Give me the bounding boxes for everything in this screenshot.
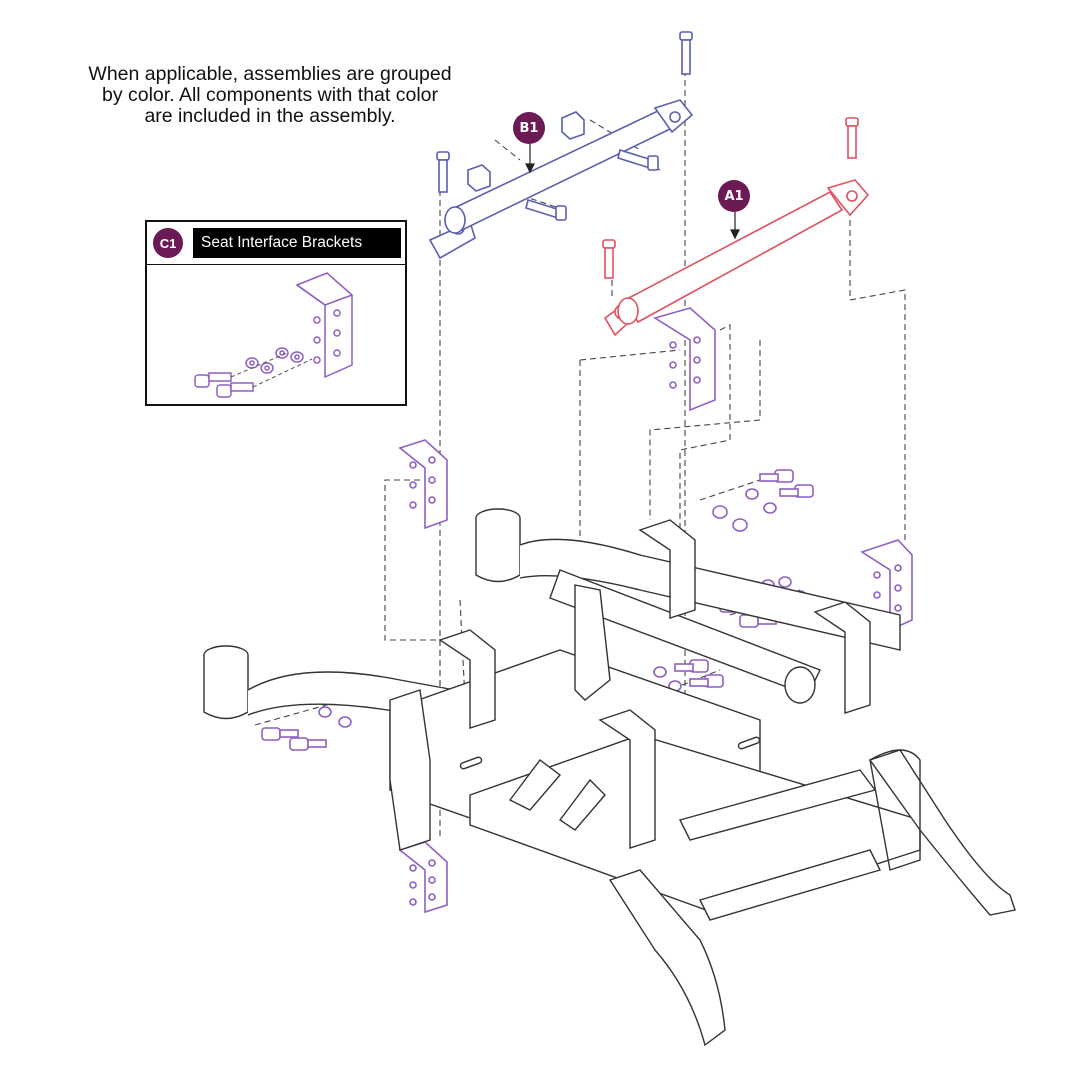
assembly-color-note: When applicable, assemblies are grouped … (88, 63, 452, 127)
callout-arrows (525, 144, 740, 240)
alignment-lines (254, 70, 906, 860)
legend-header: C1 Seat Interface Brackets (147, 222, 405, 265)
legend-bracket-plate (295, 272, 353, 379)
legend-badge: C1 (153, 228, 183, 258)
callout-a1: A1 (718, 180, 750, 212)
base-frame (203, 508, 1016, 1047)
legend-title: Seat Interface Brackets (193, 228, 401, 258)
legend-bracket-illustration (194, 272, 353, 398)
assembly-a1-cross-tube (602, 117, 870, 337)
legend-box-c1: C1 Seat Interface Brackets (145, 220, 407, 406)
callout-b1: B1 (513, 112, 545, 144)
